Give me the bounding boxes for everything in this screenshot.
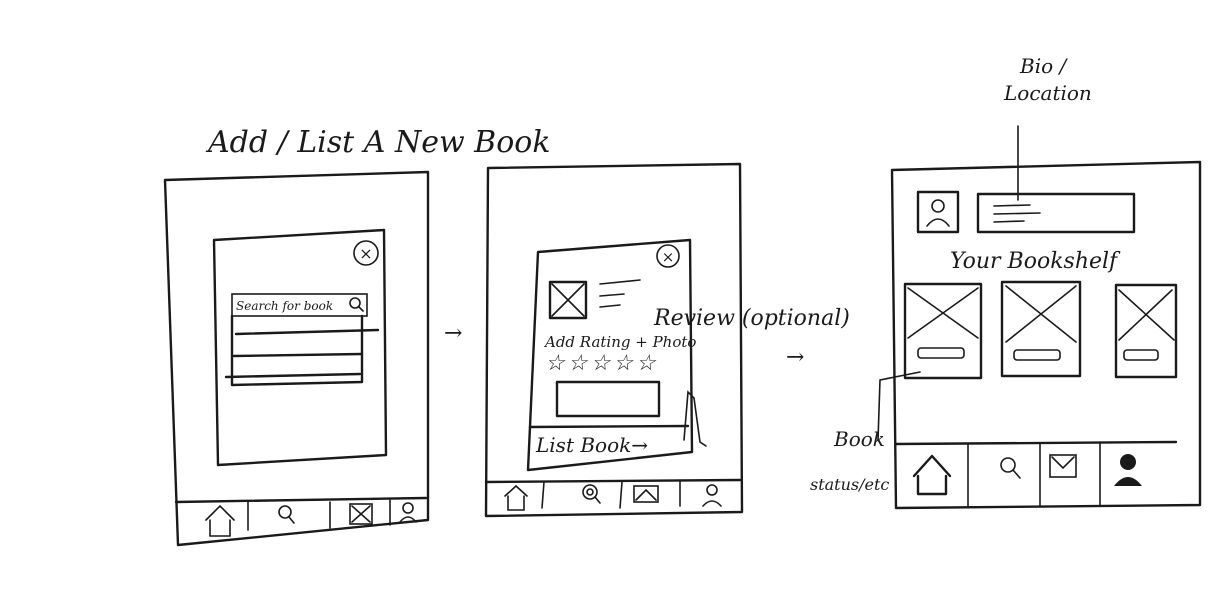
flow-arrow-2: →: [786, 345, 804, 370]
review-textarea[interactable]: [555, 380, 661, 418]
bottom-nav-2: [484, 478, 742, 511]
screen-3-bookshelf: Your Bookshelf: [890, 160, 1202, 510]
profile-icon[interactable]: [399, 502, 417, 523]
book-status-annotation-line2: status/etc: [810, 475, 889, 494]
books-icon[interactable]: [349, 503, 373, 525]
profile-icon[interactable]: [1114, 454, 1142, 486]
home-icon[interactable]: [912, 454, 952, 496]
modal-frame-2: [526, 238, 694, 472]
svg-text:×: ×: [662, 248, 675, 266]
modal-frame-1: [212, 228, 388, 467]
search-icon[interactable]: [1000, 457, 1021, 479]
book-status-annotation-line1: Book: [833, 427, 885, 451]
magnifier-icon: [349, 297, 361, 309]
close-icon: [656, 244, 680, 268]
screen-1-search: × Search for book: [163, 170, 430, 547]
bookshelf-item-3[interactable]: [1114, 283, 1178, 379]
phone-frame-3: [890, 160, 1202, 510]
search-placeholder: Search for book: [236, 299, 333, 313]
profile-icon[interactable]: [702, 484, 722, 507]
book-info-line: [599, 304, 621, 308]
bookshelf-item-2[interactable]: [1000, 280, 1082, 378]
book-info-line: [599, 279, 641, 285]
search-modal: × Search for book: [212, 228, 388, 467]
page-title: Add / List A New Book: [205, 125, 551, 160]
bookshelf-item-1[interactable]: [903, 282, 983, 380]
book-info-line: [599, 293, 625, 297]
books-icon[interactable]: [633, 485, 659, 503]
list-item[interactable]: [232, 352, 364, 358]
bottom-nav-1: [174, 496, 428, 537]
person-icon: [931, 199, 945, 213]
home-icon[interactable]: [504, 484, 528, 511]
close-button-2[interactable]: ×: [656, 244, 680, 268]
list-book-button[interactable]: List Book→: [535, 433, 648, 457]
phone-frame-1: [163, 170, 430, 547]
list-item[interactable]: [234, 328, 380, 336]
svg-text:×: ×: [359, 244, 372, 263]
bio-location-annotation-line2: Location: [1003, 81, 1092, 105]
list-item[interactable]: [224, 372, 362, 379]
search-icon[interactable]: [278, 505, 295, 524]
search-results-list: [224, 314, 380, 387]
star-rating[interactable]: ☆☆☆☆☆: [545, 351, 659, 376]
search-icon[interactable]: [582, 484, 601, 504]
home-icon[interactable]: [205, 504, 235, 537]
flow-arrow-1: →: [444, 321, 462, 346]
book-status-badge: [1013, 349, 1061, 361]
book-status-badge: [917, 347, 965, 359]
close-button-1[interactable]: ×: [353, 240, 379, 266]
bio-location-annotation-line1: Bio /: [1019, 54, 1068, 78]
avatar[interactable]: [916, 190, 960, 234]
phone-frame-2: [484, 162, 744, 518]
close-icon: [353, 240, 379, 266]
add-rating-label: Add Rating + Photo: [543, 333, 696, 351]
scroll-indicator: [683, 390, 707, 447]
screen-2-list-book: × Add Rating + Photo ☆☆☆☆☆ List Book→: [484, 162, 744, 518]
review-optional-annotation: Review (optional): [653, 306, 850, 331]
search-input[interactable]: Search for book: [231, 293, 368, 317]
divider: [528, 424, 690, 429]
bookshelf-title: Your Bookshelf: [950, 249, 1121, 274]
bio-location-box: [976, 192, 1136, 234]
book-status-pointer: [877, 371, 921, 441]
book-cover-thumbnail: [548, 280, 588, 320]
books-icon[interactable]: [1049, 454, 1077, 478]
book-status-badge: [1123, 349, 1159, 361]
bottom-nav-3: [894, 440, 1178, 507]
list-book-modal: × Add Rating + Photo ☆☆☆☆☆ List Book→: [526, 238, 707, 472]
